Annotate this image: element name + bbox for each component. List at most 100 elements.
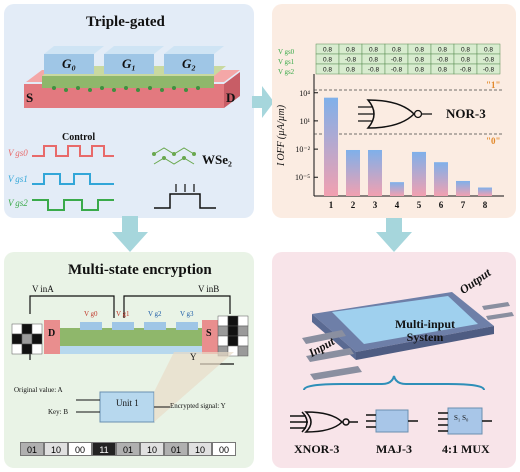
pattern-pixel: [21, 333, 33, 345]
table-cell-value: 0.8: [369, 57, 378, 64]
vg2-label: V g2: [148, 310, 162, 318]
table-cell-value: 0.8: [484, 47, 493, 54]
encryption-diagram: [11, 295, 249, 423]
encryption-panel: Multi-state encryption V inA V inB V g0 …: [4, 252, 254, 468]
signal-label-0: V gs0: [8, 148, 28, 158]
x-tick-label: 1: [329, 200, 334, 210]
bar-1: [324, 97, 338, 196]
table-cell-value: 0.8: [438, 47, 447, 54]
code-cell: 10: [188, 442, 212, 456]
pattern-pixel: [227, 315, 239, 327]
output-pattern-grid: [217, 315, 249, 357]
x-tick-label: 2: [351, 200, 356, 210]
maj-label: MAJ-3: [376, 442, 412, 456]
encrypted-signal-label: Encrypted signal: Y: [170, 402, 226, 410]
table-cell-value: 0.8: [323, 67, 332, 74]
y-tick-label: 10¹: [300, 117, 311, 126]
nor3-chart: 0.8 0.8 0.8 0.8 0.8 0.8 0.8 0.8 0.8 -0.8 0.8 -0.8 0.…: [295, 43, 504, 210]
table-cell-value: -0.8: [368, 67, 380, 74]
mux-select-label: S₁ S₀: [454, 414, 469, 422]
table-cell-value: -0.8: [483, 67, 495, 74]
pattern-pixel: [217, 335, 229, 347]
mux-label: 4:1 MUX: [442, 442, 490, 456]
table-cell-value: -0.8: [391, 67, 403, 74]
code-cell: 00: [212, 442, 236, 456]
bar-2: [346, 149, 360, 196]
vg1-label: V g1: [116, 310, 130, 318]
table-cell-value: 0.8: [461, 57, 470, 64]
pattern-pixel: [31, 343, 43, 355]
pattern-pixel: [11, 343, 23, 355]
table-cell-value: 0.8: [438, 67, 447, 74]
pattern-pixel: [237, 325, 249, 337]
drain-label: D: [48, 328, 56, 339]
table-cell-value: 0.8: [415, 67, 424, 74]
control-label: Control: [62, 132, 96, 143]
x-tick-label: 3: [373, 200, 378, 210]
vg3-label: V g3: [180, 310, 194, 318]
code-cell: 11: [92, 442, 116, 456]
bar-6: [434, 162, 448, 196]
pattern-pixel: [237, 335, 249, 347]
vg0-label: V g0: [84, 310, 98, 318]
system-label: Multi-input System: [394, 317, 455, 344]
table-cell-value: 0.8: [461, 47, 470, 54]
triple-gated-title: Triple-gated: [86, 14, 165, 30]
table-cell-value: 0.8: [323, 47, 332, 54]
table-cell-value: 0.8: [415, 57, 424, 64]
drain-label: D: [226, 90, 236, 105]
material-label: WSe₂: [202, 152, 232, 167]
y-axis-label: I OFF (µA/µm): [276, 104, 287, 166]
x-tick-label: 4: [395, 200, 400, 210]
xnor-label: XNOR-3: [294, 442, 340, 456]
row-label-2: V gs2: [278, 68, 295, 76]
pattern-pixel: [11, 323, 23, 335]
logic-label: NOR-3: [446, 106, 486, 121]
pattern-pixel: [31, 323, 43, 335]
pattern-pixel: [31, 333, 43, 345]
pattern-pixel: [227, 335, 239, 347]
table-cell-value: 0.8: [369, 47, 378, 54]
table-cell-value: -0.8: [483, 57, 495, 64]
pattern-pixel: [217, 325, 229, 337]
high-level-label: "1": [486, 80, 501, 90]
table-cell-value: -0.8: [437, 57, 449, 64]
original-value-label: Original value: A: [14, 386, 63, 394]
x-tick-label: 6: [439, 200, 444, 210]
multi-input-panel: Multi-input System Output Input S₁ S₀ XN…: [272, 252, 516, 468]
bar-7: [456, 180, 470, 196]
code-cell: 01: [164, 442, 188, 456]
gate-label-0: G₀: [62, 56, 76, 71]
source-label: S: [206, 328, 212, 339]
x-tick-label: 5: [417, 200, 422, 210]
code-cell: 10: [44, 442, 68, 456]
pattern-pixel: [237, 315, 249, 327]
x-tick-label: 7: [461, 200, 466, 210]
pattern-pixel: [227, 325, 239, 337]
pattern-pixel: [237, 345, 249, 357]
pattern-pixel: [11, 333, 23, 345]
x-tick-label: 8: [483, 200, 488, 210]
right-arrow: [252, 86, 274, 118]
key-label: Key: B: [48, 408, 69, 416]
table-cell-value: 0.8: [346, 67, 355, 74]
table-cell-value: -0.8: [345, 57, 357, 64]
row-label-0: V gs0: [278, 48, 295, 56]
encryption-title: Multi-state encryption: [68, 262, 212, 278]
vinB-label: V inB: [198, 284, 220, 294]
table-cell-value: 0.8: [415, 47, 424, 54]
vinA-label: V inA: [32, 284, 54, 294]
input-pattern-grid: [11, 323, 43, 355]
bar-8: [478, 187, 492, 196]
y-tick-label: 10⁻⁵: [295, 173, 310, 182]
row-label-1: V gs1: [278, 58, 295, 66]
signal-label-1: V gs1: [8, 174, 28, 184]
table-cell-value: 0.8: [323, 57, 332, 64]
multi-input-diagram: [290, 292, 514, 435]
table-cell-value: 0.8: [346, 47, 355, 54]
bar-4: [390, 182, 404, 196]
source-label: S: [26, 90, 34, 105]
bar-3: [368, 149, 382, 196]
signal-label-2: V gs2: [8, 198, 28, 208]
